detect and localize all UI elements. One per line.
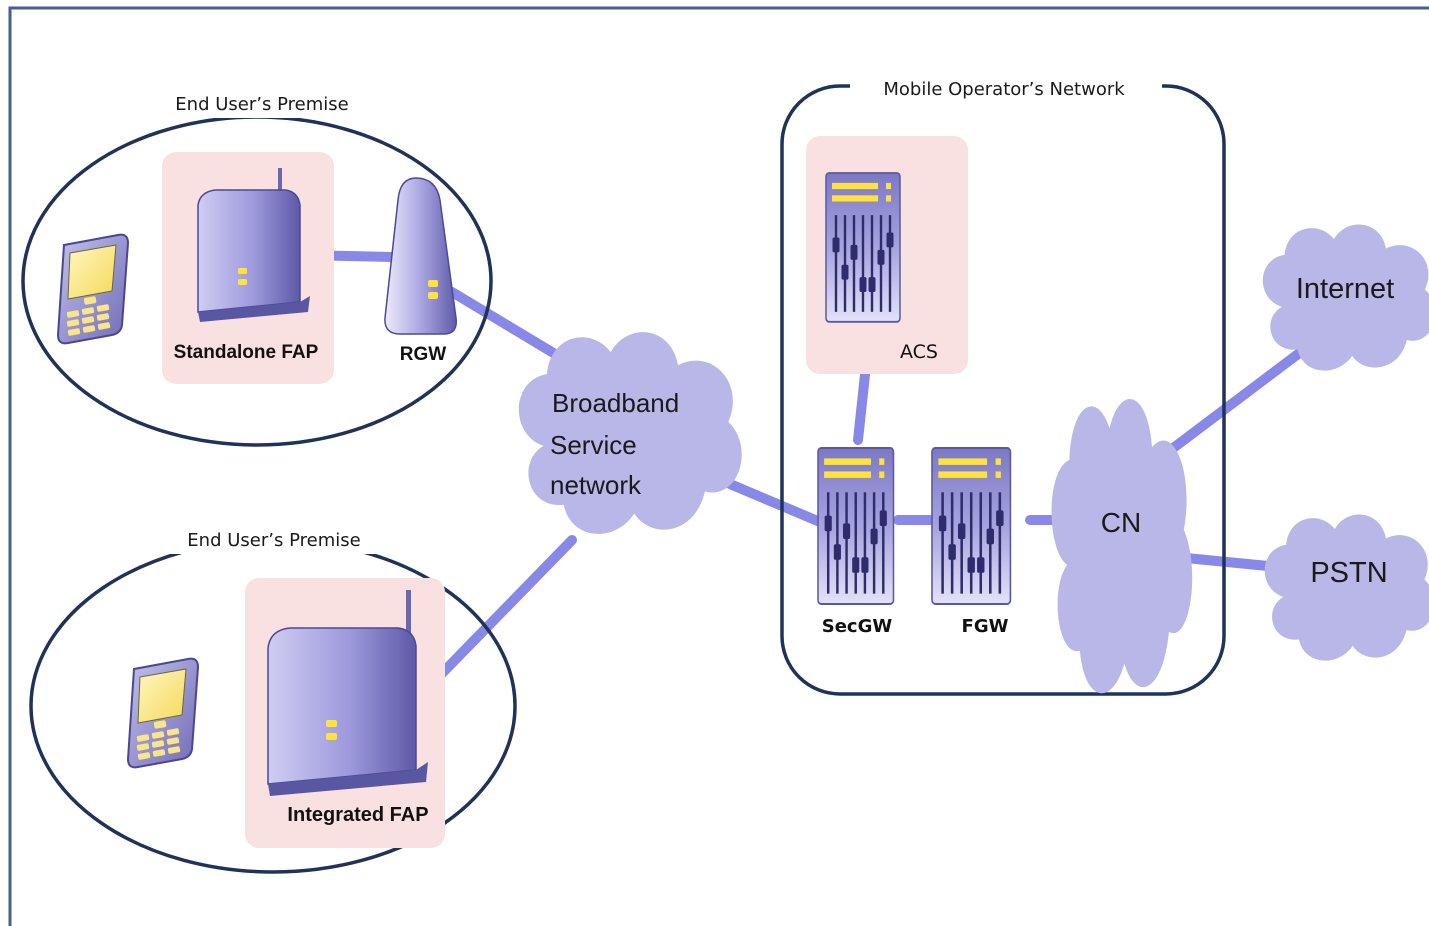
fgw-label: FGW	[962, 616, 1009, 637]
cloud-icon	[1051, 398, 1193, 694]
secgw-server-rack-icon	[816, 446, 896, 606]
broadband-service-network: Broadband Service network	[518, 332, 742, 534]
cn-label: CN	[1101, 507, 1141, 538]
pstn-label: PSTN	[1310, 557, 1387, 589]
mobile-operator-network: Mobile Operator’s Network ACS SecGW FGW …	[780, 70, 1226, 696]
premise-top-title: End User’s Premise	[175, 94, 348, 115]
standalone-fap-label: Standalone FAP	[174, 342, 319, 363]
femto-access-point-icon	[197, 168, 310, 322]
integrated-fap-label: Integrated FAP	[287, 804, 428, 826]
residential-gateway-icon	[384, 177, 457, 335]
mobile-phone-icon	[127, 657, 199, 769]
premise-top-title-bg	[150, 88, 372, 118]
secgw-label: SecGW	[822, 616, 893, 637]
premise-bottom-title-bg	[160, 524, 390, 554]
broadband-label-line3: network	[550, 470, 642, 500]
premise-bottom: End User’s Premise Integrated FAP	[29, 524, 517, 874]
operator-title-bg	[850, 70, 1162, 104]
link-cn-pstn	[1181, 553, 1273, 571]
fgw-server-rack-icon	[930, 446, 1013, 606]
broadband-label-line1: Broadband	[552, 388, 679, 418]
internet-network: Internet	[1262, 224, 1429, 371]
internet-label: Internet	[1296, 273, 1394, 305]
femto-access-point-icon	[267, 590, 428, 796]
link-broadband-secgw	[725, 479, 825, 527]
premise-bottom-title: End User’s Premise	[187, 530, 360, 551]
mobile-phone-icon	[57, 233, 129, 345]
link-cn-internet	[1163, 340, 1315, 457]
acs-server-rack-icon	[824, 171, 902, 324]
rgw-label: RGW	[400, 344, 447, 365]
premise-top: End User’s Premise Standalone FAP RGW	[21, 88, 493, 447]
acs-label: ACS	[900, 341, 938, 363]
outer-frame	[8, 6, 1429, 926]
operator-network-title: Mobile Operator’s Network	[883, 79, 1125, 100]
pstn-network: PSTN	[1264, 514, 1429, 661]
broadband-label-line2: Service	[550, 430, 637, 460]
